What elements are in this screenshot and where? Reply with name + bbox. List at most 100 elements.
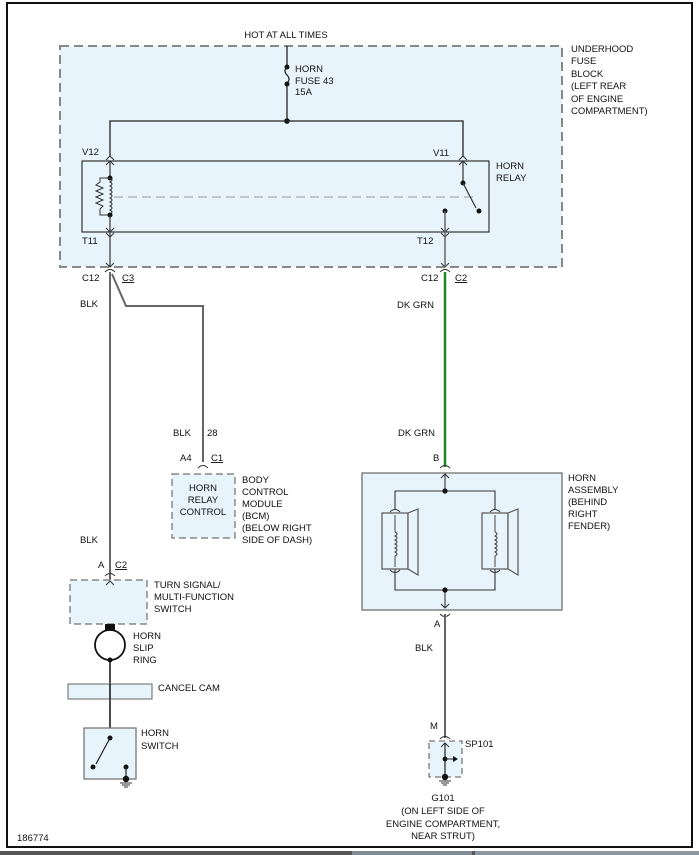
svg-text:RELAY: RELAY [496,173,527,184]
ground-node [441,773,449,781]
svg-text:MULTI-FUNCTION: MULTI-FUNCTION [154,592,234,603]
horn-switch-label: HORN SWITCH [141,728,179,752]
horn-pin-b: B [433,453,439,464]
svg-text:HORN: HORN [189,483,217,494]
power-source-label: HOT AT ALL TIMES [244,30,327,41]
ground-icon [120,782,132,788]
pin-v12: V12 [82,147,99,158]
svg-text:OF ENGINE: OF ENGINE [571,94,623,105]
svg-text:COMPARTMENT): COMPARTMENT) [571,106,648,117]
horn-switch-contact-left [90,764,96,770]
bcm-conn: C1 [211,453,223,464]
svg-text:SWITCH: SWITCH [154,604,192,615]
svg-text:TURN SIGNAL/: TURN SIGNAL/ [154,580,221,591]
svg-text:SLIP: SLIP [133,643,154,654]
wire-blk-bcm [111,273,204,462]
slip-ring-label: HORN SLIP RING [133,631,161,666]
horn-in-connector [439,465,451,469]
cancel-cam-label: CANCEL CAM [158,683,220,694]
horn-left [381,508,419,577]
ground-label: G101 (ON LEFT SIDE OF ENGINE COMPARTMENT… [386,793,500,842]
svg-text:BLOCK: BLOCK [571,69,604,80]
pin-t11: T11 [82,236,98,247]
slip-ring-brush [105,624,115,630]
turn-signal-switch [69,579,148,625]
fuse-block-label: UNDERHOOD FUSE BLOCK (LEFT REAR OF ENGIN… [571,44,648,117]
left-conn-pin: C12 [82,273,99,284]
right-conn-id: C2 [455,273,467,284]
wire-label-blk-bcm: BLK [173,428,192,439]
svg-text:HORN: HORN [496,161,524,172]
svg-text:MODULE: MODULE [242,499,283,510]
wiring-diagram: HOT AT ALL TIMES UNDERHOOD FUSE BLOCK (L… [17,30,648,844]
turn-switch-conn: C2 [115,560,127,571]
horn-pin-a: A [434,619,441,630]
ground-g101-icon [439,780,451,786]
svg-text:ENGINE COMPARTMENT,: ENGINE COMPARTMENT, [386,819,500,830]
svg-text:ASSEMBLY: ASSEMBLY [568,485,619,496]
bcm-pin: A4 [180,453,192,464]
window-bottom-bar [0,851,699,855]
splice-arrow-icon [453,756,458,762]
wire-label-blk-2: BLK [80,535,99,546]
bottom-bar-segment [475,851,699,855]
pin-t12: T12 [417,236,433,247]
svg-text:SIDE OF DASH): SIDE OF DASH) [242,535,312,546]
wire-label-grn-1: DK GRN [397,300,434,311]
bcm-connector [197,465,209,469]
circuit-number: 28 [207,428,218,439]
relay-label: HORN RELAY [496,161,527,184]
turn-switch-connector [104,573,116,577]
svg-text:RELAY: RELAY [188,495,219,506]
bcm-label: BODY CONTROL MODULE (BCM) (BELOW RIGHT S… [242,475,312,546]
svg-text:CONTROL: CONTROL [180,507,226,518]
svg-text:RING: RING [133,655,157,666]
svg-text:HORN: HORN [141,728,169,739]
turn-switch-pin-arrow [105,580,115,586]
svg-text:NEAR STRUT): NEAR STRUT) [411,831,475,842]
svg-text:FENDER): FENDER) [568,521,610,532]
horn-junction-top [442,488,448,494]
wire-label-blk-1: BLK [80,299,99,310]
horn-switch-ground-node [122,775,130,783]
horn-right [481,508,519,577]
svg-text:HORN: HORN [295,64,323,75]
svg-text:FUSE 43: FUSE 43 [295,76,334,87]
svg-text:HORN: HORN [568,473,596,484]
turn-switch-pin: A [98,560,105,571]
pin-v11: V11 [433,148,449,159]
horn-junction-bottom [442,587,448,593]
horn-switch-blade [95,737,111,765]
splice-connector [439,736,451,740]
horn-assembly-label: HORN ASSEMBLY (BEHIND RIGHT FENDER) [568,473,619,532]
svg-text:CONTROL: CONTROL [242,487,288,498]
bottom-bar-segment [352,851,472,855]
svg-text:(LEFT REAR: (LEFT REAR [571,81,626,92]
turn-switch-label: TURN SIGNAL/ MULTI-FUNCTION SWITCH [154,580,234,615]
splice-label: SP101 [465,739,494,750]
power-bus [109,120,464,157]
horn-slip-ring [94,629,126,661]
svg-text:RIGHT: RIGHT [568,509,598,520]
figure-id: 186774 [17,833,49,844]
left-conn-id: C3 [122,273,134,284]
relay-coil [94,161,113,267]
diagram-frame: HOT AT ALL TIMES UNDERHOOD FUSE BLOCK (L… [6,2,693,848]
wire-label-blk-ground: BLK [415,643,434,654]
svg-text:UNDERHOOD: UNDERHOOD [571,44,633,55]
svg-text:SWITCH: SWITCH [141,741,179,752]
svg-text:(BCM): (BCM) [242,511,269,522]
svg-text:15A: 15A [295,87,313,98]
svg-text:(BEHIND: (BEHIND [568,497,607,508]
fuse-label: HORN FUSE 43 15A [295,64,334,98]
svg-text:(ON LEFT SIDE OF: (ON LEFT SIDE OF [401,806,485,817]
svg-text:BODY: BODY [242,475,270,486]
svg-text:G101: G101 [431,793,454,804]
wire-label-grn-2: DK GRN [398,428,435,439]
svg-text:FUSE: FUSE [571,56,596,67]
svg-text:(BELOW RIGHT: (BELOW RIGHT [242,523,312,534]
bcm-inner-label: HORN RELAY CONTROL [180,483,226,518]
relay-switch [442,161,482,267]
svg-text:HORN: HORN [133,631,161,642]
right-conn-pin: C12 [421,273,438,284]
